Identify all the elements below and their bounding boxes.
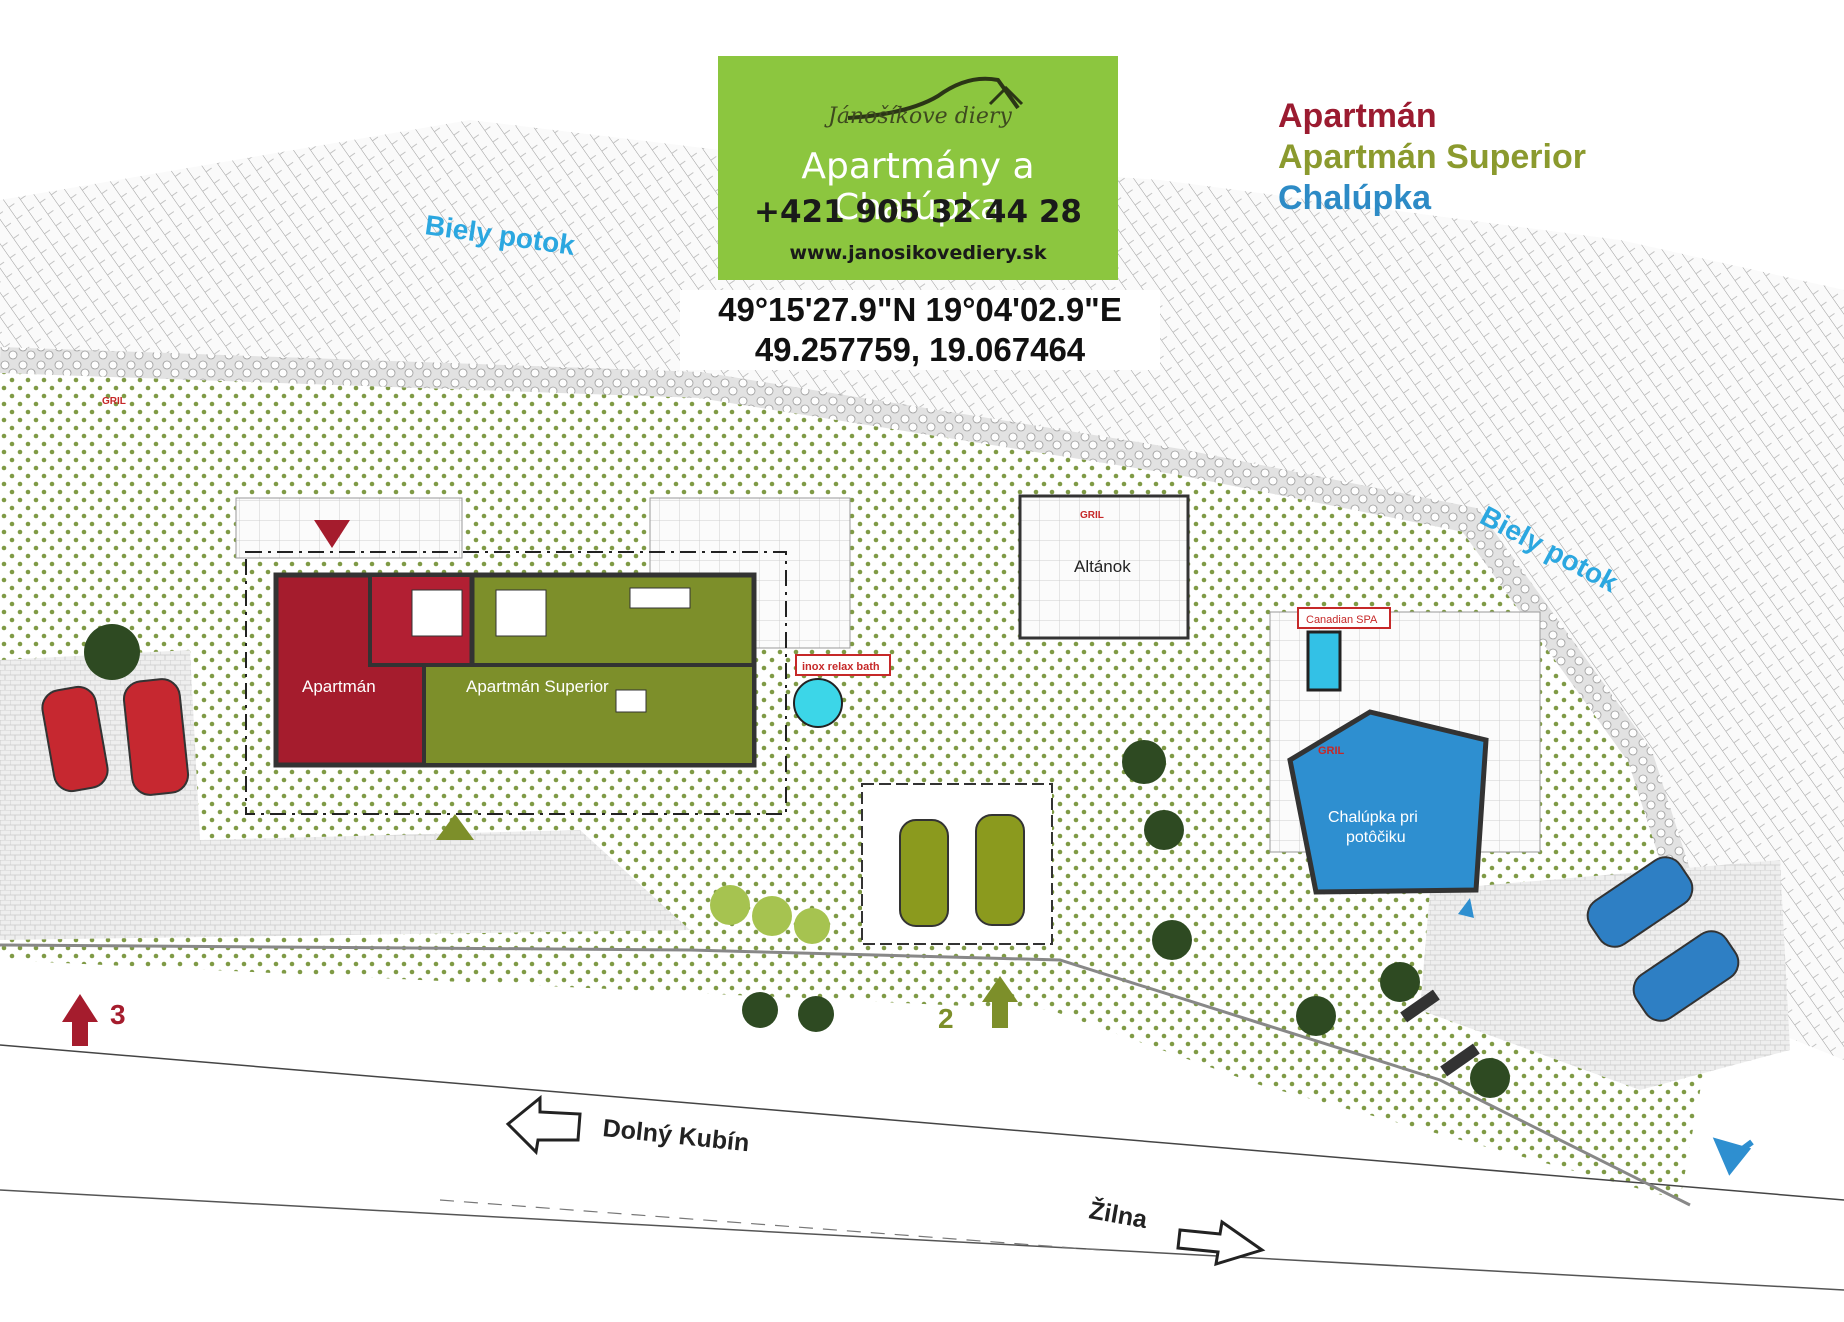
chalupka-spa	[1306, 630, 1342, 692]
chalupka-entry-arrow-icon	[1712, 1137, 1754, 1176]
parking-right	[1420, 860, 1790, 1090]
legend: Apartmán Apartmán Superior Chalúpka	[1278, 96, 1586, 219]
gazebo-label: Altánok	[1074, 557, 1131, 576]
chalupka-entrance-icon	[1458, 898, 1474, 918]
brand-title: Apartmány a Chalúpka	[801, 146, 1035, 228]
legend-chalupka: Chalúpka	[1278, 179, 1432, 217]
apartment-superior-lower	[422, 663, 756, 767]
entrance-2-number: 2	[938, 1003, 954, 1034]
brand-script-name: Jánošíkove diery	[828, 104, 1012, 129]
superior-table	[615, 689, 647, 713]
inox-bath-label: inox relax bath	[802, 661, 880, 673]
chalupka-label-line2: potôčiku	[1346, 829, 1406, 846]
outline-left-arrow-icon	[505, 1094, 582, 1156]
apartment-label: Apartmán	[302, 677, 376, 696]
brand-website: www.janosikovediery.sk	[789, 242, 1047, 264]
stone-wall	[0, 347, 1733, 1009]
car-olive-1	[899, 819, 949, 927]
grill-label-left: GRIL	[102, 396, 126, 407]
apartment-superior-label: Apartmán Superior	[466, 677, 609, 696]
coordinates-decimal: 49.257759, 19.067464	[754, 331, 1086, 368]
entrance-3-number: 3	[110, 999, 126, 1030]
car-blue-1	[1586, 856, 1694, 948]
chalupka-label-line1: Chalúpka pri	[1328, 809, 1418, 826]
inox-bath	[793, 678, 843, 728]
building-outline	[245, 551, 787, 815]
apartment-bed	[411, 589, 463, 637]
superior-bed	[495, 589, 547, 637]
canadian-spa-label: Canadian SPA	[1306, 614, 1378, 626]
spa-label-box	[1297, 607, 1391, 629]
entrance-triangle-red-icon	[314, 520, 350, 548]
entrance-2-up-arrow-icon	[982, 976, 1018, 1028]
gazebo	[1018, 494, 1190, 640]
entrance-triangle-olive-icon	[436, 814, 474, 840]
legend-apartment-superior: Apartmán Superior	[1278, 138, 1586, 176]
car-olive-2	[975, 814, 1025, 926]
shrubs	[710, 885, 830, 944]
car-red-1	[41, 685, 109, 793]
car-blue-2	[1632, 930, 1740, 1022]
bench-1	[1400, 989, 1440, 1023]
coordinates: 49°15'27.9"N 19°04'02.9"E 49.257759, 19.…	[680, 290, 1160, 370]
outline-right-arrow-icon	[1176, 1219, 1266, 1267]
bench-2	[1440, 1043, 1480, 1077]
direction-left-label: Dolný Kubín	[601, 1114, 750, 1157]
road-center	[439, 1199, 1101, 1251]
brand-phone: +421 905 32 44 28	[754, 194, 1082, 230]
direction-right-label: Žilna	[1087, 1194, 1151, 1234]
inox-bath-label-box	[795, 654, 891, 676]
grill-label-gazebo: GRIL	[1080, 510, 1104, 521]
brand-box: Jánošíkove diery Apartmány a Chalúpka +4…	[718, 56, 1118, 280]
grill-label-chalupka: GRIL	[1318, 745, 1345, 757]
coordinates-dms: 49°15'27.9"N 19°04'02.9"E	[718, 291, 1122, 328]
car-red-2	[122, 678, 190, 796]
chalupka-house	[1287, 709, 1489, 895]
mountain-logo-icon	[848, 76, 1024, 120]
stream-bank-area	[0, 120, 1844, 1060]
legend-apartment: Apartmán	[1278, 97, 1437, 135]
fence-bottom	[0, 943, 1691, 1207]
superior-sofa	[629, 587, 691, 609]
trees	[84, 624, 1510, 1098]
entrance-3-up-arrow-icon	[62, 994, 98, 1046]
road	[0, 1044, 1844, 1201]
terrace-apartment	[235, 497, 463, 559]
road-edge	[0, 1189, 1844, 1291]
